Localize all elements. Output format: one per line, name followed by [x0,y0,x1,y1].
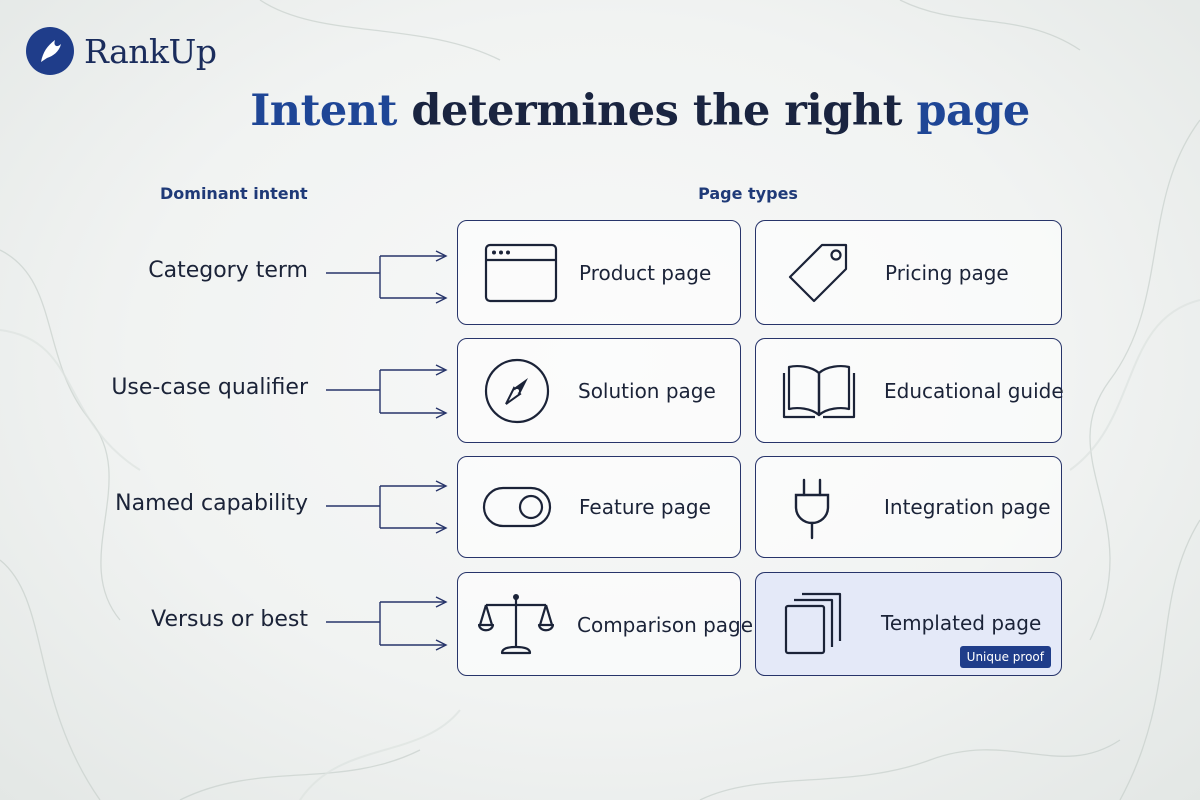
page-title: Intent determines the right page [0,86,1200,136]
page-card-label: Integration page [884,495,1051,519]
unique-proof-badge: Unique proof [959,646,1051,668]
column-header-dominant-intent: Dominant intent [160,184,308,203]
brand-logo[interactable]: RankUp [25,26,217,76]
intent-label-category-term: Category term [148,258,308,283]
intent-label-named-capability: Named capability [115,491,308,516]
open-book-icon [782,365,856,419]
page-card-label: Pricing page [885,261,1009,285]
page-card-integration[interactable]: Integration page [755,456,1062,558]
page-card-templated[interactable]: Templated page Unique proof [755,572,1062,676]
page-card-solution[interactable]: Solution page [457,338,741,443]
brand-name: RankUp [84,31,217,71]
balance-scale-icon [478,594,554,655]
page-card-comparison[interactable]: Comparison page [457,572,753,676]
intent-label-versus-or-best: Versus or best [151,607,308,632]
page-card-label: Templated page [881,611,1042,635]
page-card-feature[interactable]: Feature page [457,456,741,558]
price-tag-icon [788,243,848,303]
plug-icon [794,478,830,540]
page-card-label: Educational guide [884,379,1064,403]
compass-icon [484,358,550,424]
rankup-logo-icon [26,27,74,75]
page-card-educational-guide[interactable]: Educational guide [755,338,1064,443]
connector-row-1 [326,250,448,304]
title-page: page [916,86,1030,136]
toggle-switch-icon [482,486,552,528]
connector-row-3 [326,480,448,534]
page-card-label: Solution page [578,379,716,403]
title-intent: Intent [250,86,397,136]
connector-row-4 [326,596,448,651]
intent-label-use-case-qualifier: Use-case qualifier [111,375,308,400]
page-card-label: Feature page [579,495,711,519]
column-header-page-types: Page types [698,184,798,203]
page-card-label: Comparison page [577,613,754,637]
connector-row-2 [326,364,448,419]
browser-window-icon [484,243,558,303]
page-card-pricing[interactable]: Pricing page [755,220,1062,325]
page-card-label: Product page [579,261,712,285]
title-middle: determines the right [396,86,917,136]
stacked-pages-icon [784,592,842,655]
page-card-product[interactable]: Product page [457,220,741,325]
